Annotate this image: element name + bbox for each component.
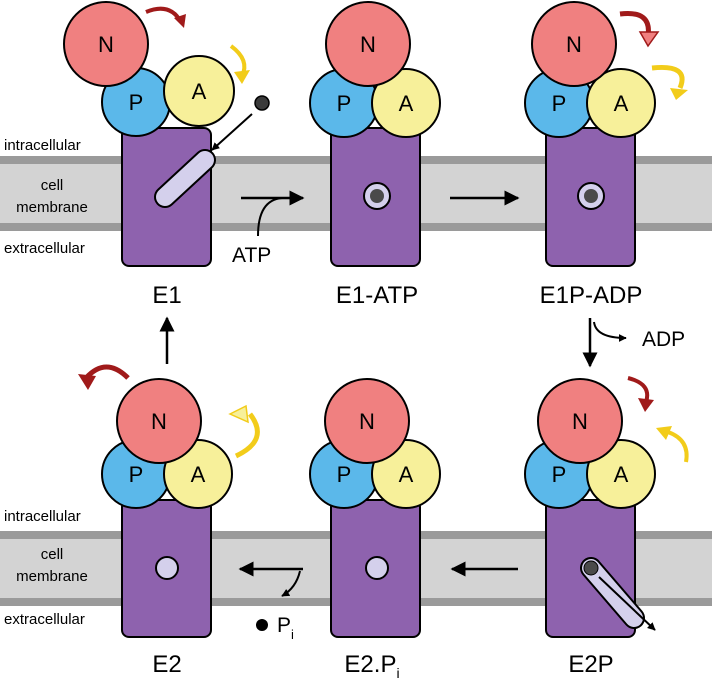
adp-label: ADP	[642, 328, 685, 351]
p-domain-label: P	[337, 91, 352, 116]
state-e1-atp: N P A E1-ATP	[309, 1, 441, 309]
membrane-label-bottom-1: cell	[41, 546, 64, 563]
state-label-e2: E2	[152, 651, 181, 678]
yellow-rotation-arrow	[651, 64, 685, 89]
atp-label: ATP	[232, 244, 271, 267]
state-label-e2-pi-main: E2.P	[344, 651, 396, 678]
membrane-label-top-1: cell	[41, 177, 64, 194]
ion-dot	[254, 95, 270, 111]
state-label-e2-pi: E2.Pi	[344, 651, 399, 681]
n-domain	[531, 1, 617, 87]
ion-dot	[584, 189, 598, 203]
membrane-label-bottom-2: membrane	[16, 568, 88, 585]
state-label-e1: E1	[152, 282, 181, 309]
p-domain-label: P	[552, 462, 567, 487]
state-label-e2p: E2P	[568, 651, 613, 678]
a-domain	[371, 68, 441, 138]
n-domain-label: N	[151, 409, 167, 434]
p-domain-label: P	[552, 91, 567, 116]
yellow-rotation-arrow	[667, 430, 689, 463]
red-rotation-arrow	[145, 6, 183, 24]
pi-label-main: P	[277, 614, 291, 637]
a-domain-label: A	[399, 462, 414, 487]
state-e2p: N P A E2P	[524, 376, 689, 678]
ion-exit-arrow	[598, 576, 656, 631]
a-domain-label: A	[191, 462, 206, 487]
a-domain-label: A	[614, 462, 629, 487]
extracellular-label-top: extracellular	[4, 240, 85, 257]
extracellular-label-bottom: extracellular	[4, 611, 85, 628]
a-domain-label: A	[614, 91, 629, 116]
a-domain	[586, 68, 656, 138]
state-e2-pi: N P A E2.Pi	[309, 378, 441, 681]
n-domain-label: N	[572, 409, 588, 434]
red-rotation-arrow	[627, 376, 650, 403]
state-e1p-adp: N P A E1P-ADP	[524, 1, 688, 309]
n-domain	[116, 378, 202, 464]
adp-release-arrow	[593, 321, 627, 342]
intracellular-label-top: intracellular	[4, 137, 81, 154]
n-domain-label: N	[360, 32, 376, 57]
pi-label-subscript: i	[291, 627, 294, 642]
state-label-e2-pi-subscript: i	[396, 665, 399, 681]
state-e2: N P A E2	[78, 364, 260, 678]
intracellular-label-bottom: intracellular	[4, 508, 81, 525]
ion-dot	[370, 189, 384, 203]
ion-dot	[583, 560, 599, 576]
open-channel	[582, 559, 643, 627]
pi-release-arrow	[281, 570, 301, 597]
p-domain-label: P	[337, 462, 352, 487]
ion-entry-arrow	[211, 113, 253, 151]
n-domain	[325, 1, 411, 87]
membrane-label-top-2: membrane	[16, 199, 88, 216]
red-rotation-arrow	[84, 364, 130, 380]
a-domain-label: A	[192, 79, 207, 104]
open-channel	[156, 151, 214, 206]
n-domain	[63, 1, 149, 87]
a-domain-label: A	[399, 91, 414, 116]
state-label-e1p-adp: E1P-ADP	[540, 282, 643, 309]
atp-branch-arrow	[257, 197, 283, 237]
pi-label: Pi	[277, 614, 294, 642]
p-domain-label: P	[129, 462, 144, 487]
a-domain	[163, 55, 235, 127]
empty-ion-site	[155, 556, 179, 580]
pi-dot	[256, 619, 268, 631]
state-e1: N P A E1	[63, 1, 270, 309]
empty-ion-site	[365, 556, 389, 580]
n-domain-label: N	[359, 409, 375, 434]
n-domain-label: N	[566, 32, 582, 57]
p-domain-label: P	[129, 90, 144, 115]
a-domain	[586, 439, 656, 509]
n-domain	[324, 378, 410, 464]
yellow-rotation-arrow	[234, 412, 260, 459]
n-domain	[537, 378, 623, 464]
state-label-e1-atp: E1-ATP	[336, 282, 418, 309]
n-domain-label: N	[98, 32, 114, 57]
